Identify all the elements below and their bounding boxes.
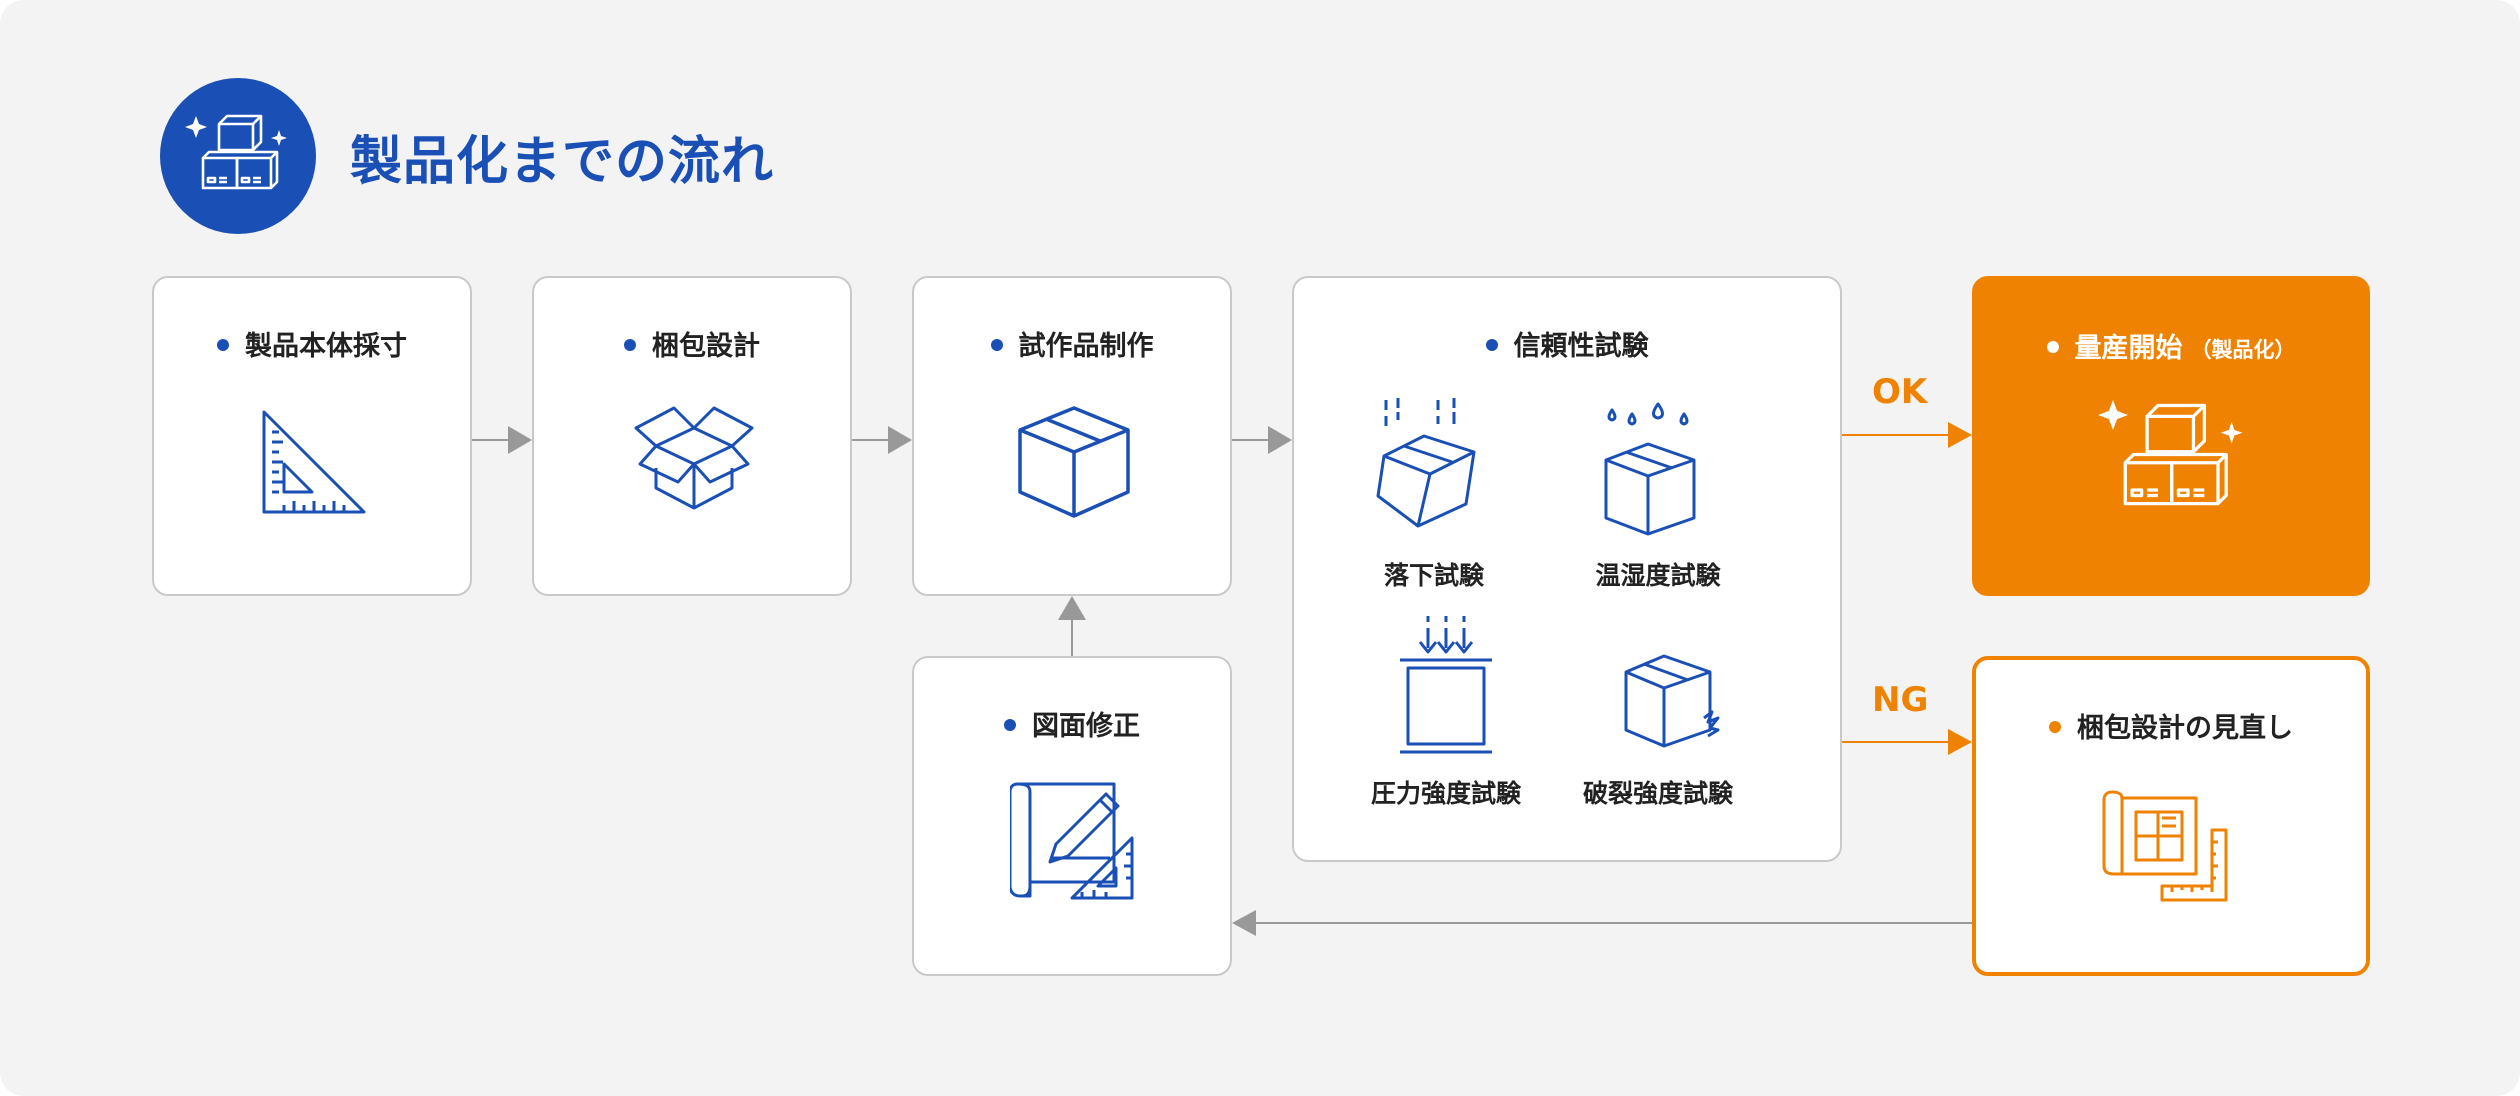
bullet-dot (624, 338, 636, 351)
arrow-revise-to-prototype (1058, 596, 1086, 656)
step-card-prototype: 試作品制作 (912, 276, 1232, 596)
arrow-measure-to-design (472, 426, 532, 454)
test-label-drop: 落下試験 (1383, 561, 1484, 590)
drop-test-icon (1376, 398, 1476, 528)
title-block: 製品化までの流れ (160, 78, 774, 234)
step-card-measure: 製品本体採寸 (152, 276, 472, 596)
set-square-icon (262, 410, 366, 514)
arrow-ng-to-revise (1232, 910, 1972, 936)
pressure-test-icon (1400, 616, 1492, 754)
branch-ng-label: NG (1872, 680, 1929, 720)
arrow-ng (1842, 729, 1972, 755)
step-label-prototype: 試作品制作 (914, 324, 1230, 363)
test-label-humidity: 温湿度試験 (1595, 561, 1721, 590)
boxes-icon (160, 78, 316, 234)
step-card-reliability: 信頼性試験 落下試験 温湿度試験 (1292, 276, 1842, 862)
step-card-revise-drawing: 図面修正 (912, 656, 1232, 976)
step-label-package-design: 梱包設計 (534, 324, 850, 363)
boxes-icon (2098, 400, 2243, 506)
step-card-redesign: 梱包設計の見直し (1972, 656, 2370, 976)
burst-test-icon (1624, 654, 1720, 748)
bullet-dot (1485, 338, 1498, 351)
blueprint-pencil-icon (1010, 782, 1134, 900)
closed-box-icon (1018, 406, 1130, 518)
step-card-package-design: 梱包設計 (532, 276, 852, 596)
open-box-icon (634, 406, 754, 510)
bullet-dot (1004, 718, 1016, 731)
test-label-pressure: 圧力強度試験 (1370, 779, 1521, 808)
arrow-prototype-to-test (1232, 426, 1292, 454)
step-label-redesign: 梱包設計の見直し (1976, 706, 2366, 745)
step-label-reliability: 信頼性試験 (1294, 324, 1840, 363)
bullet-dot (2046, 340, 2059, 353)
test-label-burst: 破裂強度試験 (1582, 779, 1733, 808)
humidity-test-icon (1604, 402, 1696, 536)
step-label-mass-production: 量産開始（製品化） (1974, 326, 2368, 365)
step-label-revise-drawing: 図面修正 (914, 704, 1230, 743)
bullet-dot (2049, 720, 2061, 733)
step-label-measure: 製品本体採寸 (154, 324, 470, 363)
blueprint-ruler-icon (2102, 790, 2228, 902)
bullet-dot (990, 338, 1003, 351)
arrow-design-to-prototype (852, 426, 912, 454)
step-card-mass-production: 量産開始（製品化） (1972, 276, 2370, 596)
bullet-dot (217, 338, 229, 351)
branch-ok-label: OK (1872, 372, 1928, 412)
page-title: 製品化までの流れ (350, 131, 775, 192)
arrow-ok (1842, 422, 1972, 448)
